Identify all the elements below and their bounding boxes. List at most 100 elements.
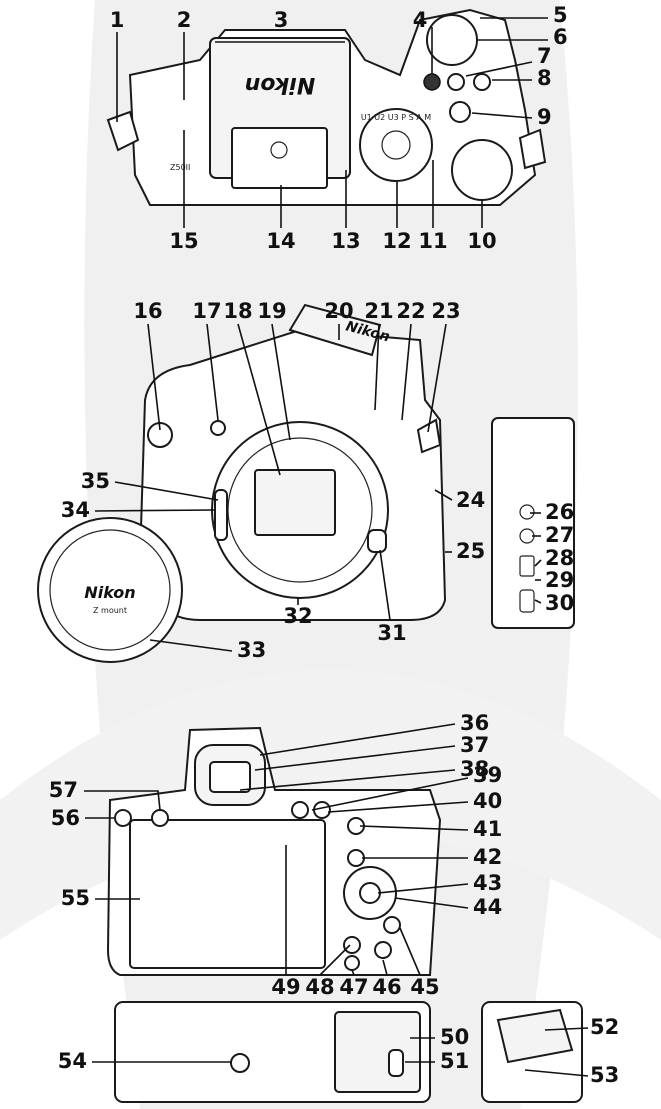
callout-number-15: 15 (169, 229, 198, 253)
callout-number-54: 54 (58, 1049, 87, 1073)
tripod-socket (230, 1053, 250, 1073)
callout-number-39: 39 (473, 763, 502, 787)
shutter-release (426, 14, 478, 66)
leader-line-24 (434, 489, 453, 501)
pic-button (449, 101, 471, 123)
i-button (347, 849, 365, 867)
callout-number-38: 38 (460, 757, 489, 781)
lens-release (367, 529, 387, 553)
mode-dial (359, 108, 433, 182)
callout-number-8: 8 (537, 66, 552, 90)
leader-line-33 (149, 639, 233, 652)
callout-number-45: 45 (410, 975, 439, 999)
leader-line-7 (465, 61, 533, 77)
callout-number-28: 28 (545, 546, 574, 570)
callout-number-5: 5 (553, 3, 568, 27)
callout-number-18: 18 (223, 299, 252, 323)
leader-lines (84, 17, 589, 1077)
leader-line-9 (471, 112, 533, 119)
body-cap (37, 517, 183, 663)
top-model-text: Z50II (170, 163, 190, 172)
af-assist-lamp (210, 420, 226, 436)
leader-line-53 (524, 1069, 589, 1077)
strap-eyelet-right (518, 128, 547, 170)
back-view (106, 726, 583, 1103)
flash-popup (288, 303, 382, 357)
body-cap-brand-text: Nikon (84, 583, 135, 602)
callout-number-37: 37 (460, 733, 489, 757)
callout-number-13: 13 (331, 229, 360, 253)
leader-line-18 (237, 323, 281, 476)
callout-number-6: 6 (553, 25, 568, 49)
callout-number-30: 30 (545, 591, 574, 615)
monitor-mode-button (313, 801, 331, 819)
leader-line-47 (351, 969, 355, 976)
callout-number-21: 21 (364, 299, 393, 323)
leader-line-52 (544, 1027, 589, 1031)
iso-button (447, 73, 465, 91)
leader-line-48 (319, 944, 351, 976)
terminal-panel (491, 417, 575, 629)
callout-number-53: 53 (590, 1063, 619, 1087)
leader-line-45 (399, 927, 421, 976)
callout-number-1: 1 (110, 8, 125, 32)
leader-line-22 (401, 323, 412, 421)
callout-number-40: 40 (473, 789, 502, 813)
viewfinder-eyepiece (209, 761, 251, 793)
leader-line-31 (379, 549, 391, 621)
image-sensor (254, 469, 336, 536)
callout-number-31: 31 (377, 621, 406, 645)
zoom-in-button (343, 936, 361, 954)
callout-number-51: 51 (440, 1049, 469, 1073)
callout-number-29: 29 (545, 568, 574, 592)
leader-line-19 (271, 323, 291, 441)
mode-dial-inner (381, 130, 411, 160)
callout-number-16: 16 (133, 299, 162, 323)
zoom-out-button (344, 955, 360, 971)
callout-number-25: 25 (456, 539, 485, 563)
callout-number-7: 7 (537, 44, 552, 68)
leader-line-16 (147, 323, 161, 431)
callout-number-32: 32 (283, 604, 312, 628)
callout-number-34: 34 (61, 498, 90, 522)
mode-dial-text: U1 U2 U3 P S A M (361, 113, 431, 122)
callout-number-12: 12 (382, 229, 411, 253)
leader-line-17 (206, 323, 219, 421)
callout-number-9: 9 (537, 105, 552, 129)
callout-number-55: 55 (61, 886, 90, 910)
top-view: Nikon U1 U2 U3 P S A M Z50II (106, 8, 547, 206)
leader-line-43 (377, 883, 469, 894)
disp-button (291, 801, 309, 819)
leader-line-44 (394, 897, 469, 909)
body-cap-ring (49, 529, 171, 651)
menu-button (383, 916, 401, 934)
fn-buttons (214, 489, 228, 541)
delete-button (114, 809, 132, 827)
callout-number-49: 49 (271, 975, 300, 999)
callout-number-48: 48 (305, 975, 334, 999)
callout-number-17: 17 (192, 299, 221, 323)
battery-cover (334, 1011, 421, 1093)
monitor (129, 819, 326, 969)
callout-number-3: 3 (274, 8, 289, 32)
callout-number-11: 11 (418, 229, 447, 253)
callout-number-24: 24 (456, 488, 485, 512)
callout-number-4: 4 (413, 8, 428, 32)
ok-button (359, 882, 381, 904)
leader-line-39 (311, 777, 469, 811)
leader-line-40 (327, 801, 469, 813)
leader-line-30 (534, 599, 542, 604)
leader-line-37 (254, 745, 456, 771)
callout-number-57: 57 (49, 778, 78, 802)
exposure-button (473, 73, 491, 91)
leader-line-35 (114, 481, 219, 501)
leader-line-36 (259, 723, 456, 756)
callout-number-2: 2 (177, 8, 192, 32)
callout-number-26: 26 (545, 500, 574, 524)
leader-line-38 (239, 769, 456, 791)
record-button (423, 73, 441, 91)
playback-left-button (151, 809, 169, 827)
